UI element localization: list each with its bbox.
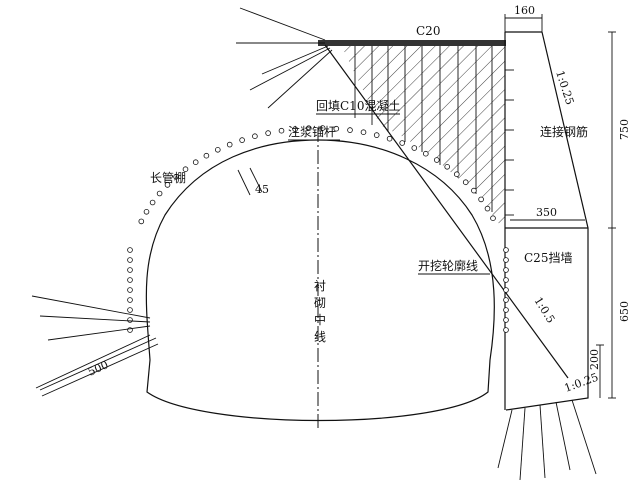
pipe-roof-circle xyxy=(411,145,418,151)
pipe-roof-circle xyxy=(471,187,477,194)
pipe-roof-circle xyxy=(252,133,258,140)
dimension-45: 45 xyxy=(237,167,269,196)
pipe-roof-circle xyxy=(453,171,460,178)
pipe-roof-circle xyxy=(192,159,199,166)
pipe-roof-circle xyxy=(503,327,509,333)
pipe-roof-label: 长管棚 xyxy=(150,170,186,185)
pipe-roof-circle xyxy=(143,209,150,215)
svg-text:砌: 砌 xyxy=(314,296,326,310)
c25-retaining-wall xyxy=(504,31,589,411)
pipe-roof-circle xyxy=(226,141,233,148)
pipe-roof-circle xyxy=(127,267,133,273)
connect-rebar-label: 连接钢筋 xyxy=(540,124,588,139)
slope-top-label: 1:0.25 xyxy=(553,69,576,106)
excavation-line-label: 开挖轮廓线 xyxy=(418,258,478,273)
pipe-roof-circle xyxy=(278,127,285,134)
dim-200-label: 200 xyxy=(588,349,601,370)
pipe-roof-circle xyxy=(484,205,491,212)
bottom-ground-lines xyxy=(497,399,597,481)
pipe-roof-circle xyxy=(503,267,509,273)
pipe-roof-circle xyxy=(399,140,406,146)
pipe-roof-circle xyxy=(305,125,312,131)
pipe-roof-circle xyxy=(239,137,245,143)
svg-text:线: 线 xyxy=(314,330,326,344)
tunnel-lining-arch xyxy=(145,139,495,422)
retaining-wall-label: C25挡墙 xyxy=(524,251,572,265)
pipe-roof-circle xyxy=(215,147,221,153)
pipe-roof-circle xyxy=(503,247,509,253)
left-pipe-lines xyxy=(31,295,151,389)
pipe-roof-circle xyxy=(127,277,133,283)
dim-750-label: 750 xyxy=(618,119,631,140)
slope-mid-label: 1:0.5 xyxy=(531,295,557,326)
pipe-roof-circle xyxy=(333,125,340,132)
pipe-roof-circle xyxy=(503,317,509,323)
pipe-roof-circle xyxy=(127,307,133,313)
pipe-roof-circle xyxy=(319,125,326,131)
pipe-roof-circle xyxy=(127,247,133,253)
dim-160-label: 160 xyxy=(514,4,535,17)
pipe-roof-circle xyxy=(433,157,440,163)
c20-label: C20 xyxy=(416,24,440,38)
dim-350-label: 350 xyxy=(536,206,557,219)
dim-45-label: 45 xyxy=(255,183,269,196)
pipe-roof-circle xyxy=(503,307,509,313)
pipe-roof-circle xyxy=(265,130,271,136)
backfill-label: 回填C10混凝土 xyxy=(316,98,400,113)
top-ground-lines xyxy=(236,7,333,109)
pipe-roof-circle xyxy=(164,182,171,188)
pipe-roof-circle xyxy=(360,129,367,136)
excavation-slope-line xyxy=(324,44,569,379)
pipe-roof-circle xyxy=(373,132,380,138)
dimension-500: 500 xyxy=(39,337,159,397)
pipe-roof-circle xyxy=(182,166,189,173)
grout-bolts xyxy=(354,46,493,212)
pipe-roof-circle xyxy=(503,287,509,293)
pipe-roof-circle xyxy=(490,215,496,222)
dim-500-label: 500 xyxy=(86,358,110,378)
pipe-roof-circle xyxy=(127,297,133,303)
pipe-roof-circle xyxy=(203,152,210,159)
pipe-roof-circle xyxy=(149,199,156,206)
svg-text:中: 中 xyxy=(314,312,326,327)
pipe-roof-circle xyxy=(386,135,393,142)
pipe-roof-circle xyxy=(156,190,163,197)
c20-top-layer xyxy=(318,40,506,46)
pipe-roof-circle xyxy=(462,179,469,186)
svg-text:衬: 衬 xyxy=(314,279,326,293)
slope-bottom-label: 1:0.25 xyxy=(563,371,601,395)
pipe-roof-circle xyxy=(478,196,484,203)
pipe-roof-circle xyxy=(422,150,429,157)
pipe-roof-circle xyxy=(173,174,179,180)
pipe-roof-circle xyxy=(444,164,451,170)
pipe-roof-circle xyxy=(127,287,133,293)
centerline-label: 衬 砌 中 线 xyxy=(314,279,326,344)
pipe-roof-circle xyxy=(503,297,509,303)
pipe-roof-circles xyxy=(127,125,509,333)
grout-bolt-label: 注浆锚杆 xyxy=(288,124,336,139)
pipe-roof-circle xyxy=(503,257,509,263)
pipe-roof-circle xyxy=(347,127,353,133)
pipe-roof-circle xyxy=(138,218,145,225)
dim-650-label: 650 xyxy=(618,301,631,322)
right-dimension-lines xyxy=(504,14,616,399)
pipe-roof-circle xyxy=(127,257,133,263)
pipe-roof-circle xyxy=(127,317,133,323)
pipe-roof-circle xyxy=(503,277,509,283)
pipe-roof-circle xyxy=(292,126,298,132)
